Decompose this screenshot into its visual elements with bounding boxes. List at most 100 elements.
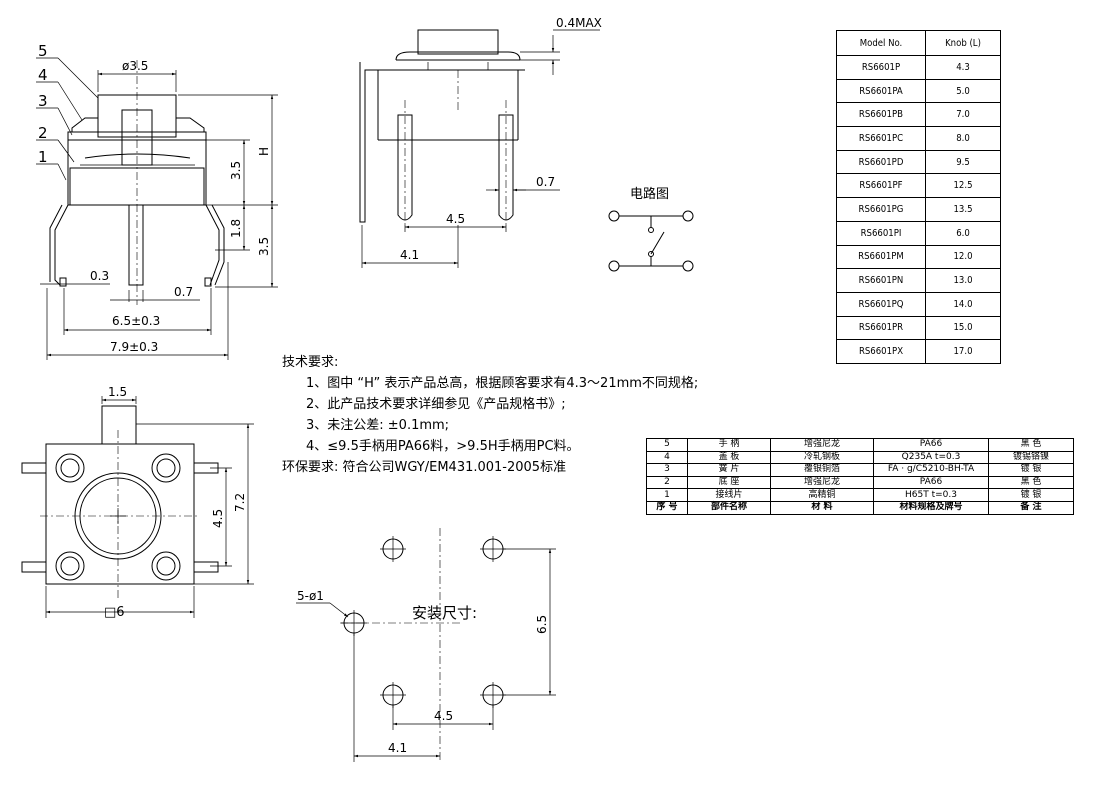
spec-cell: FA · g/C5210-BH-TA — [873, 463, 989, 477]
part-no-cell: 3 — [646, 463, 688, 477]
remark-cell: 镀 银 — [988, 463, 1074, 477]
header-material: 材 料 — [770, 500, 874, 515]
knob-cell: 6.0 — [925, 220, 1001, 246]
part-name-cell: 接线片 — [687, 488, 771, 502]
note-item-3: 3、未注公差: ±0.1mm; — [306, 418, 450, 433]
model-cell: RS6601PR — [836, 315, 926, 341]
knob-cell: 15.0 — [925, 315, 1001, 341]
spec-cell: Q235A t=0.3 — [873, 450, 989, 465]
model-cell: RS6601PG — [836, 197, 926, 222]
knob-cell: 12.5 — [925, 173, 1001, 199]
part-no-cell: 5 — [646, 438, 688, 452]
dim-mount-horiz: 4.5 — [434, 709, 453, 723]
dim-lead-length: 3.5 — [257, 237, 271, 256]
header-remark: 备 注 — [988, 500, 1074, 515]
model-cell: RS6601PA — [836, 78, 926, 104]
dim-width-inner: 6.5±0.3 — [112, 314, 160, 328]
table-row: 2 底 座 增强尼龙 PA66 黑 色 — [646, 475, 1074, 490]
model-cell: RS6601PF — [836, 173, 926, 199]
model-cell: RS6601PX — [836, 339, 926, 364]
mount-hole-br — [480, 682, 506, 708]
model-cell: RS6601P — [836, 55, 926, 80]
table-row: 3 簧 片 覆银铜箔 FA · g/C5210-BH-TA 镀 银 — [646, 463, 1074, 477]
model-cell: RS6601PN — [836, 268, 926, 293]
mount-hole-c — [341, 610, 367, 636]
dim-top-square: □6 — [104, 605, 125, 620]
remark-cell: 镀锡铬镍 — [988, 450, 1074, 465]
model-cell: RS6601PD — [836, 149, 926, 175]
knob-cell: 14.0 — [925, 291, 1001, 317]
dim-tab: 1.5 — [108, 385, 127, 399]
dim-mount-offset: 4.1 — [388, 741, 407, 755]
knob-cell: 5.0 — [925, 78, 1001, 104]
material-cell: 高精铜 — [770, 488, 874, 502]
mount-hole-tr — [480, 536, 506, 562]
knob-cell: 8.0 — [925, 126, 1001, 151]
model-cell: RS6601PI — [836, 220, 926, 246]
header-spec: 材料规格及牌号 — [873, 500, 989, 515]
part-no-cell: 4 — [646, 450, 688, 465]
table-row: 5 手 柄 增强尼龙 PA66 黑 色 — [646, 438, 1074, 452]
part-name-cell: 手 柄 — [687, 438, 771, 452]
knob-cell: 4.3 — [925, 55, 1001, 80]
top-view: 1.5 4.5 7.2 □6 — [21, 385, 254, 620]
dim-width-outer: 7.9±0.3 — [110, 340, 158, 354]
dim-max: 0.4MAX — [556, 16, 602, 30]
knob-cell: 7.0 — [925, 102, 1001, 128]
note-item-1: 1、图中 “H” 表示产品总高，根据顾客要求有4.3～21mm不同规格; — [306, 376, 699, 391]
remark-cell: 镀 银 — [988, 488, 1074, 502]
knob-cell: 12.0 — [925, 244, 1001, 270]
dim-front-offset: 4.1 — [400, 248, 419, 262]
dim-top-diameter: ø3.5 — [122, 59, 148, 73]
circuit-diagram: 电路图 — [608, 186, 694, 272]
knob-cell: 13.0 — [925, 268, 1001, 293]
dim-h: H — [257, 147, 271, 156]
side-view: 5 4 3 2 1 ø3.5 3.5 H 1.8 3.5 0.3 0.7 6 — [36, 42, 278, 360]
parts-table-header: 序 号 部件名称 材 料 材料规格及牌号 备 注 — [646, 500, 1074, 515]
table-row: 1 接线片 高精铜 H65T t=0.3 镀 银 — [646, 488, 1074, 502]
part-no-cell: 1 — [646, 488, 688, 502]
dim-h-upper: 3.5 — [229, 161, 243, 180]
note-item-4: 4、≤9.5手柄用PA66料，>9.5H手柄用PC料。 — [306, 439, 580, 454]
part-name-cell: 簧 片 — [687, 463, 771, 477]
header-model: Model No. — [836, 30, 926, 56]
material-cell: 增强尼龙 — [770, 475, 874, 490]
knob-cell: 13.5 — [925, 197, 1001, 222]
part-name-cell: 底 座 — [687, 475, 771, 490]
spec-cell: PA66 — [873, 438, 989, 452]
dim-front-pin-width: 0.7 — [536, 175, 555, 189]
spec-cell: PA66 — [873, 475, 989, 490]
material-cell: 覆银铜箔 — [770, 463, 874, 477]
notes-title: 技术要求: — [282, 355, 339, 370]
model-cell: RS6601PQ — [836, 291, 926, 317]
dim-lead-thickness: 0.3 — [90, 269, 109, 283]
knob-cell: 17.0 — [925, 339, 1001, 364]
dim-pin-width: 0.7 — [174, 285, 193, 299]
circuit-title: 电路图 — [630, 186, 669, 202]
model-cell: RS6601PM — [836, 244, 926, 270]
mount-holes-label: 5-ø1 — [297, 589, 324, 603]
knob-cell: 9.5 — [925, 149, 1001, 175]
header-knob: Knob (L) — [925, 30, 1001, 56]
mounting-title: 安装尺寸: — [412, 604, 477, 622]
header-no: 序 号 — [646, 500, 688, 515]
material-cell: 增强尼龙 — [770, 438, 874, 452]
part-label-3: 3 — [38, 92, 48, 110]
remark-cell: 黑 色 — [988, 438, 1074, 452]
part-label-4: 4 — [38, 66, 48, 84]
env-requirement: 环保要求: 符合公司WGY/EM431.001-2005标准 — [282, 460, 567, 475]
material-cell: 冷轧钢板 — [770, 450, 874, 465]
model-table-header: Model No. Knob (L) — [836, 30, 1001, 56]
